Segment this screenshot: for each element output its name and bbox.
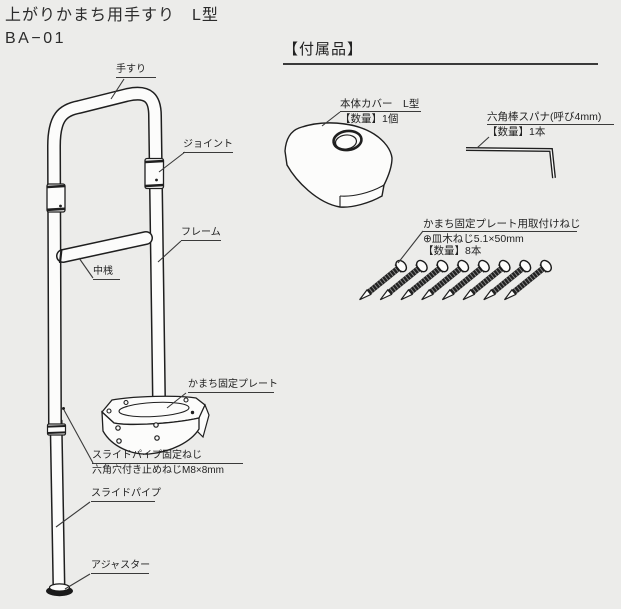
label-mid-rail-text: 中桟 [93,266,120,280]
accessory-cover-qty: 【数量】1個 [340,113,399,125]
slide-pipe-junction [46,407,67,436]
leader-cover [321,111,341,127]
label-joint: ジョイント [183,139,233,154]
kamachi-plate-drawing [101,395,210,455]
accessory-screws-spec: ⊕皿木ねじ5.1×50mm [423,233,524,245]
handrail-illustration [46,86,210,597]
accessory-screws-name: かまち固定プレート用取付けねじ [423,218,581,232]
screws-illustration [359,259,553,301]
mid-rail-drawing [56,231,153,264]
label-adjuster: アジャスター [91,560,150,575]
screw [504,259,553,301]
label-kamachi-plate: かまち固定プレート [188,379,278,394]
label-joint-text: ジョイント [183,139,233,153]
screw [359,259,408,301]
accessories-header: 【付属品】 [283,38,598,65]
title-block: 上がりかまち用手すり L型 BA−01 [5,4,219,50]
label-slide-screw: スライドパイプ固定ねじ 六角穴付き止めねじM8×8mm [92,450,243,477]
adjuster-drawing [46,583,73,597]
screw [483,259,532,301]
label-slide-screw-line2: 六角穴付き止めねじM8×8mm [92,465,224,476]
page-title: 上がりかまち用手すり L型 [5,7,219,24]
leader-frame [157,240,182,263]
leader-mid-rail [78,257,94,279]
screw [462,259,511,301]
accessory-wrench-name: 六角棒スパナ(呼び4mm) [487,111,614,125]
screw [379,259,428,301]
leader-slide-pipe [55,501,91,528]
cover-illustration [284,122,393,208]
leader-lines [55,78,490,590]
wrench-illustration [465,147,556,179]
model-number: BA−01 [5,30,66,47]
accessory-screws-label: かまち固定プレート用取付けねじ ⊕皿木ねじ5.1×50mm 【数量】8本 [423,218,581,257]
accessory-cover-name: 本体カバー L型 [340,98,421,112]
accessory-cover-label: 本体カバー L型 【数量】1個 [340,98,421,125]
leader-kamachi-plate [166,392,187,409]
leader-wrench [476,136,490,149]
label-mid-rail: 中桟 [93,266,120,281]
left-joint-collar [46,183,66,213]
frame-u-drawing [46,86,166,431]
label-frame-text: フレーム [181,227,221,241]
leader-screws [397,230,424,264]
label-kamachi-plate-text: かまち固定プレート [188,379,278,393]
label-adjuster-text: アジャスター [91,560,150,574]
screw [441,259,490,301]
accessory-wrench-qty: 【数量】1本 [487,126,546,138]
screw [421,259,470,301]
right-joint-collar [144,157,165,190]
accessory-wrench-label: 六角棒スパナ(呼び4mm) 【数量】1本 [487,111,614,138]
leader-slide-screw [63,409,94,464]
label-slide-pipe-text: スライドパイプ [91,488,161,502]
screw [400,259,449,301]
label-slide-screw-line1: スライドパイプ固定ねじ [92,450,243,464]
label-frame: フレーム [181,227,221,242]
leader-adjuster [64,573,91,590]
accessory-screws-qty: 【数量】8本 [423,245,482,257]
slide-pipe-drawing [49,419,66,590]
leader-joint [158,151,186,173]
label-handrail: 手すり [116,64,156,79]
leader-handrail [110,78,125,100]
label-slide-pipe: スライドパイプ [91,488,161,503]
label-handrail-text: 手すり [116,64,156,78]
